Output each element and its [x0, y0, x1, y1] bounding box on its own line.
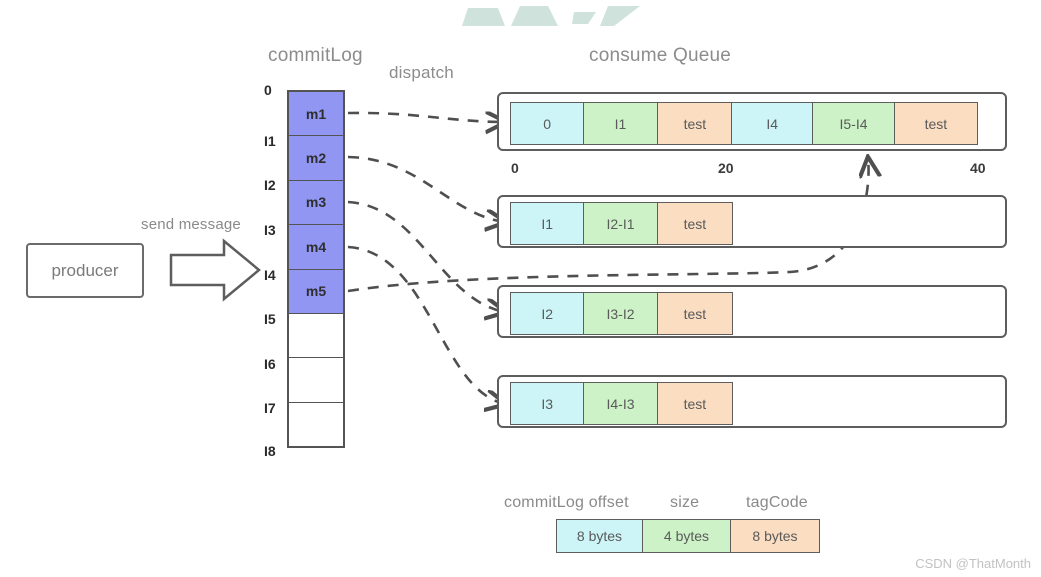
cq-offset-cell: I3	[511, 383, 585, 424]
commitlog-cell-label: m1	[305, 105, 327, 122]
legend-cell-offset-size: 8 bytes	[557, 520, 643, 552]
ruler-label-20: 20	[718, 160, 734, 176]
cq-size-cell: I4-I3	[584, 383, 658, 424]
consumequeue-row-4: I3 I4-I3 test	[497, 375, 1007, 428]
ruler-label-0: 0	[511, 160, 519, 176]
commitlog-cell-empty-7	[289, 358, 343, 403]
watermark: CSDN @ThatMonth	[915, 556, 1031, 571]
commitlog-column: m1 m2 m3 m4 m5	[287, 90, 345, 448]
cq-entry-group: I4 I5-I4 test	[731, 102, 978, 145]
cq-tag-cell: test	[657, 293, 733, 334]
commitlog-title: commitLog	[268, 45, 363, 66]
legend-header-tagcode: tagCode	[746, 494, 808, 511]
cq-size-cell: I2-I1	[584, 203, 658, 244]
commitlog-cell-m1: m1	[289, 92, 343, 137]
legend-strip: 8 bytes 4 bytes 8 bytes	[556, 519, 820, 553]
cq-offset-cell: I4	[732, 103, 814, 144]
cq-offset-cell: I1	[511, 203, 585, 244]
cq-tag-cell: test	[657, 203, 733, 244]
producer-label: producer	[51, 260, 119, 280]
cq-size-cell: I5-I4	[813, 103, 895, 144]
dispatch-label: dispatch	[389, 63, 454, 82]
commitlog-cell-label: m3	[305, 194, 327, 211]
cq-entry-group: 0 I1 test	[510, 102, 733, 145]
cq-offset-cell: I2	[511, 293, 585, 334]
legend-header-size: size	[670, 494, 700, 511]
commitlog-offset-3: I3	[264, 222, 276, 238]
commitlog-offset-4: I4	[264, 267, 276, 283]
legend-header-commitlog-offset: commitLog offset	[504, 494, 629, 511]
commitlog-cell-m2: m2	[289, 136, 343, 181]
commitlog-cell-empty-8	[289, 403, 343, 446]
commitlog-offset-6: I6	[264, 356, 276, 372]
cq-tag-cell: test	[894, 103, 978, 144]
commitlog-cell-m5: m5	[289, 269, 343, 314]
cq-entry-group: I2 I3-I2 test	[510, 292, 733, 335]
cq-entry-group: I3 I4-I3 test	[510, 382, 733, 425]
producer-box: producer	[26, 243, 144, 298]
commitlog-cell-label: m4	[305, 238, 327, 255]
legend-cell-size-size: 4 bytes	[643, 520, 731, 552]
commitlog-cell-m3: m3	[289, 180, 343, 226]
consumequeue-row-2: I1 I2-I1 test	[497, 195, 1007, 248]
commitlog-cell-m4: m4	[289, 225, 343, 270]
commitlog-offset-1: I1	[264, 133, 276, 149]
commitlog-offset-7: I7	[264, 400, 276, 416]
commitlog-cell-empty-6	[289, 314, 343, 359]
consumequeue-title: consume Queue	[589, 45, 732, 66]
cq-size-cell: I3-I2	[584, 293, 658, 334]
cq-entry-group: I1 I2-I1 test	[510, 202, 733, 245]
send-message-label: send message	[141, 216, 241, 233]
cq-tag-cell: test	[657, 383, 733, 424]
commitlog-offset-8: I8	[264, 443, 276, 459]
commitlog-offset-2: I2	[264, 177, 276, 193]
commitlog-offset-0: 0	[264, 82, 272, 98]
commitlog-cell-label: m5	[305, 283, 327, 300]
cq-tag-cell: test	[657, 103, 733, 144]
commitlog-offset-5: I5	[264, 311, 276, 327]
commitlog-cell-label: m2	[305, 150, 327, 167]
consumequeue-row-1: 0 I1 test I4 I5-I4 test	[497, 92, 1007, 151]
cq-offset-cell: 0	[511, 103, 585, 144]
cq-size-cell: I1	[584, 103, 658, 144]
ruler-label-40: 40	[970, 160, 986, 176]
legend-cell-tagcode-size: 8 bytes	[731, 520, 819, 552]
consumequeue-row-3: I2 I3-I2 test	[497, 285, 1007, 338]
